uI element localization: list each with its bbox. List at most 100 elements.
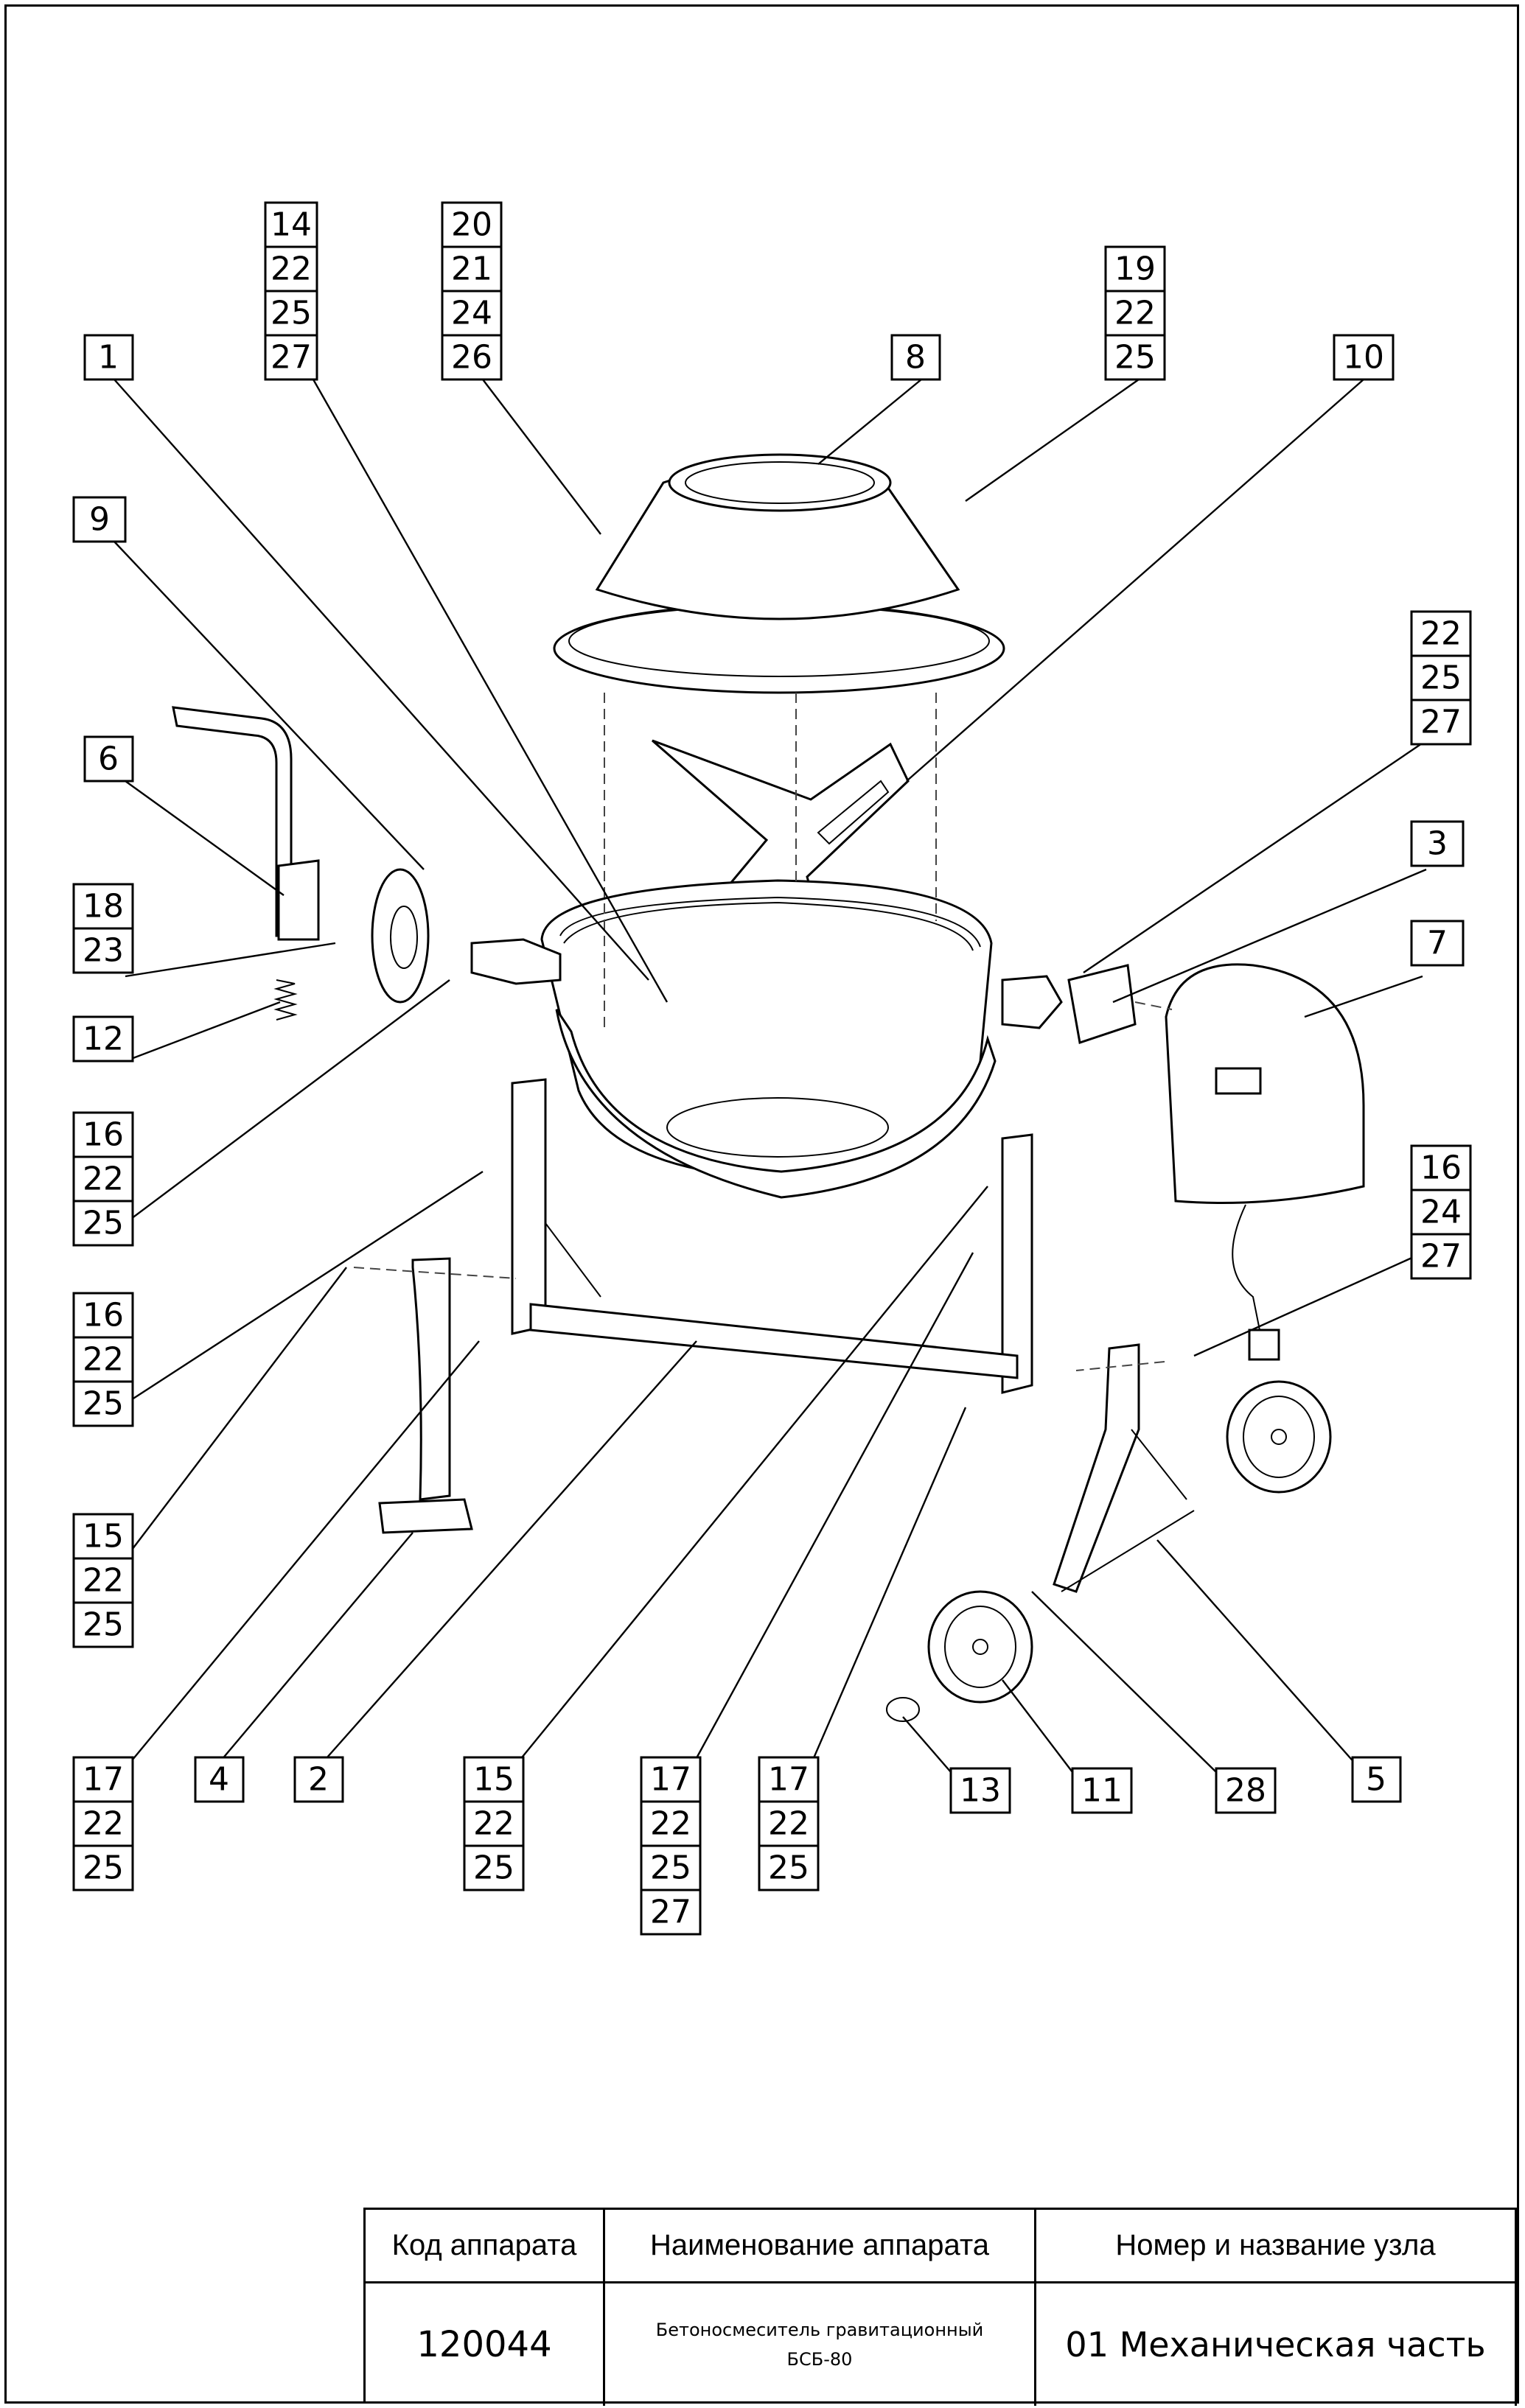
callout-label: 27 bbox=[1420, 704, 1462, 741]
callout-label: 18 bbox=[83, 888, 124, 925]
callout-22-25-27: 22 25 27 bbox=[1410, 610, 1472, 746]
code-header: Код аппарата bbox=[366, 2210, 605, 2283]
callout-label: 22 bbox=[271, 251, 312, 288]
callout-label: 22 bbox=[83, 1161, 124, 1198]
shaft-bearing-right bbox=[1001, 964, 1137, 1044]
mixer-drum-bowl bbox=[540, 879, 997, 1199]
callout-1: 1 bbox=[83, 334, 134, 381]
callout-label: 3 bbox=[1427, 825, 1448, 863]
callout-10: 10 bbox=[1333, 334, 1395, 381]
callout-label: 25 bbox=[271, 295, 312, 332]
wheel-right bbox=[1226, 1380, 1332, 1494]
callout-label: 22 bbox=[1420, 615, 1462, 653]
callout-11: 11 bbox=[1071, 1767, 1133, 1814]
callout-6: 6 bbox=[83, 735, 134, 783]
callout-18-23: 18 23 bbox=[72, 883, 134, 974]
callout-label: 27 bbox=[1420, 1238, 1462, 1275]
callout-label: 5 bbox=[1366, 1761, 1386, 1799]
callout-12: 12 bbox=[72, 1015, 134, 1063]
callout-3: 3 bbox=[1410, 820, 1465, 867]
callout-label: 24 bbox=[1420, 1194, 1462, 1231]
callout-28: 28 bbox=[1215, 1767, 1277, 1814]
callout-label: 16 bbox=[1420, 1149, 1462, 1187]
callout-17-22-25-b: 17 22 25 bbox=[758, 1756, 820, 1891]
callout-5: 5 bbox=[1351, 1756, 1402, 1803]
drawing-frame bbox=[4, 4, 1519, 2404]
name-value: Бетоносмеситель гравитационный БСБ-80 bbox=[605, 2283, 1036, 2406]
tilting-disc bbox=[371, 868, 430, 1004]
callout-16-22-25-a: 16 22 25 bbox=[72, 1111, 134, 1247]
callout-label: 24 bbox=[451, 295, 492, 332]
callout-label: 4 bbox=[209, 1761, 229, 1799]
callout-label: 25 bbox=[83, 1385, 124, 1423]
stand-frame bbox=[511, 1078, 1033, 1394]
node-header: Номер и название узла bbox=[1036, 2210, 1517, 2283]
drive-gear-ring bbox=[559, 896, 981, 948]
callout-label: 25 bbox=[1420, 659, 1462, 697]
callout-label: 22 bbox=[83, 1562, 124, 1600]
callout-label: 17 bbox=[83, 1761, 124, 1799]
callout-label: 22 bbox=[1114, 295, 1156, 332]
callout-label: 22 bbox=[83, 1805, 124, 1843]
mixer-drum-cone bbox=[553, 453, 1005, 694]
callout-label: 13 bbox=[960, 1772, 1001, 1810]
callout-label: 6 bbox=[98, 741, 119, 778]
shaft-bearing-left bbox=[470, 938, 562, 985]
callout-label: 17 bbox=[768, 1761, 809, 1799]
callout-16-24-27: 16 24 27 bbox=[1410, 1144, 1472, 1280]
callout-label: 15 bbox=[473, 1761, 514, 1799]
callout-label: 21 bbox=[451, 251, 492, 288]
callout-label: 28 bbox=[1225, 1772, 1266, 1810]
callout-label: 23 bbox=[83, 932, 124, 970]
name-header: Наименование аппарата bbox=[605, 2210, 1036, 2283]
node-value: 01 Механическая часть bbox=[1036, 2283, 1517, 2406]
name-value-line2: БСБ-80 bbox=[786, 2349, 853, 2370]
callout-label: 25 bbox=[83, 1205, 124, 1242]
callout-label: 17 bbox=[650, 1761, 691, 1799]
callout-15-22-25-a: 15 22 25 bbox=[72, 1513, 134, 1648]
callout-label: 19 bbox=[1114, 251, 1156, 288]
callout-label: 27 bbox=[271, 339, 312, 377]
leader-lines bbox=[114, 379, 1427, 1773]
callout-label: 25 bbox=[473, 1849, 514, 1887]
callout-label: 25 bbox=[768, 1849, 809, 1887]
washer bbox=[886, 1697, 920, 1722]
callout-15-22-25-b: 15 22 25 bbox=[463, 1756, 525, 1891]
callout-13: 13 bbox=[949, 1767, 1011, 1814]
callout-2: 2 bbox=[293, 1756, 344, 1803]
callout-label: 16 bbox=[83, 1116, 124, 1154]
callout-label: 25 bbox=[83, 1849, 124, 1887]
wheel-left bbox=[927, 1590, 1033, 1704]
callout-label: 10 bbox=[1343, 339, 1384, 377]
motor-cover bbox=[1165, 963, 1365, 1361]
callout-label: 22 bbox=[650, 1805, 691, 1843]
front-leg bbox=[378, 1257, 473, 1534]
code-value: 120044 bbox=[366, 2283, 605, 2406]
assembly-guide-lines bbox=[353, 693, 1173, 1371]
callout-label: 20 bbox=[451, 206, 492, 244]
tilting-handle bbox=[172, 706, 320, 941]
callout-label: 14 bbox=[271, 206, 312, 244]
callout-label: 25 bbox=[650, 1849, 691, 1887]
callout-14-22-25-27: 14 22 25 27 bbox=[264, 201, 318, 381]
callout-17-22-25-27: 17 22 25 27 bbox=[640, 1756, 702, 1936]
wheel-axle-leg bbox=[1053, 1343, 1195, 1593]
callout-label: 22 bbox=[473, 1805, 514, 1843]
callout-8: 8 bbox=[890, 334, 941, 381]
callout-label: 15 bbox=[83, 1518, 124, 1555]
callout-label: 27 bbox=[650, 1894, 691, 1931]
title-block: Код аппарата Наименование аппарата Номер… bbox=[363, 2208, 1519, 2406]
callout-label: 22 bbox=[768, 1805, 809, 1843]
callout-label: 16 bbox=[83, 1297, 124, 1334]
callout-label: 8 bbox=[905, 339, 926, 377]
name-value-line1: Бетоносмеситель гравитационный bbox=[655, 2320, 984, 2340]
callout-label: 22 bbox=[83, 1341, 124, 1379]
callout-label: 2 bbox=[308, 1761, 329, 1799]
callout-label: 11 bbox=[1081, 1772, 1123, 1810]
callout-label: 26 bbox=[451, 339, 492, 377]
callout-20-21-24-26: 20 21 24 26 bbox=[441, 201, 503, 381]
callout-label: 25 bbox=[83, 1606, 124, 1644]
callout-7: 7 bbox=[1410, 920, 1465, 967]
callout-16-22-25-b: 16 22 25 bbox=[72, 1292, 134, 1427]
